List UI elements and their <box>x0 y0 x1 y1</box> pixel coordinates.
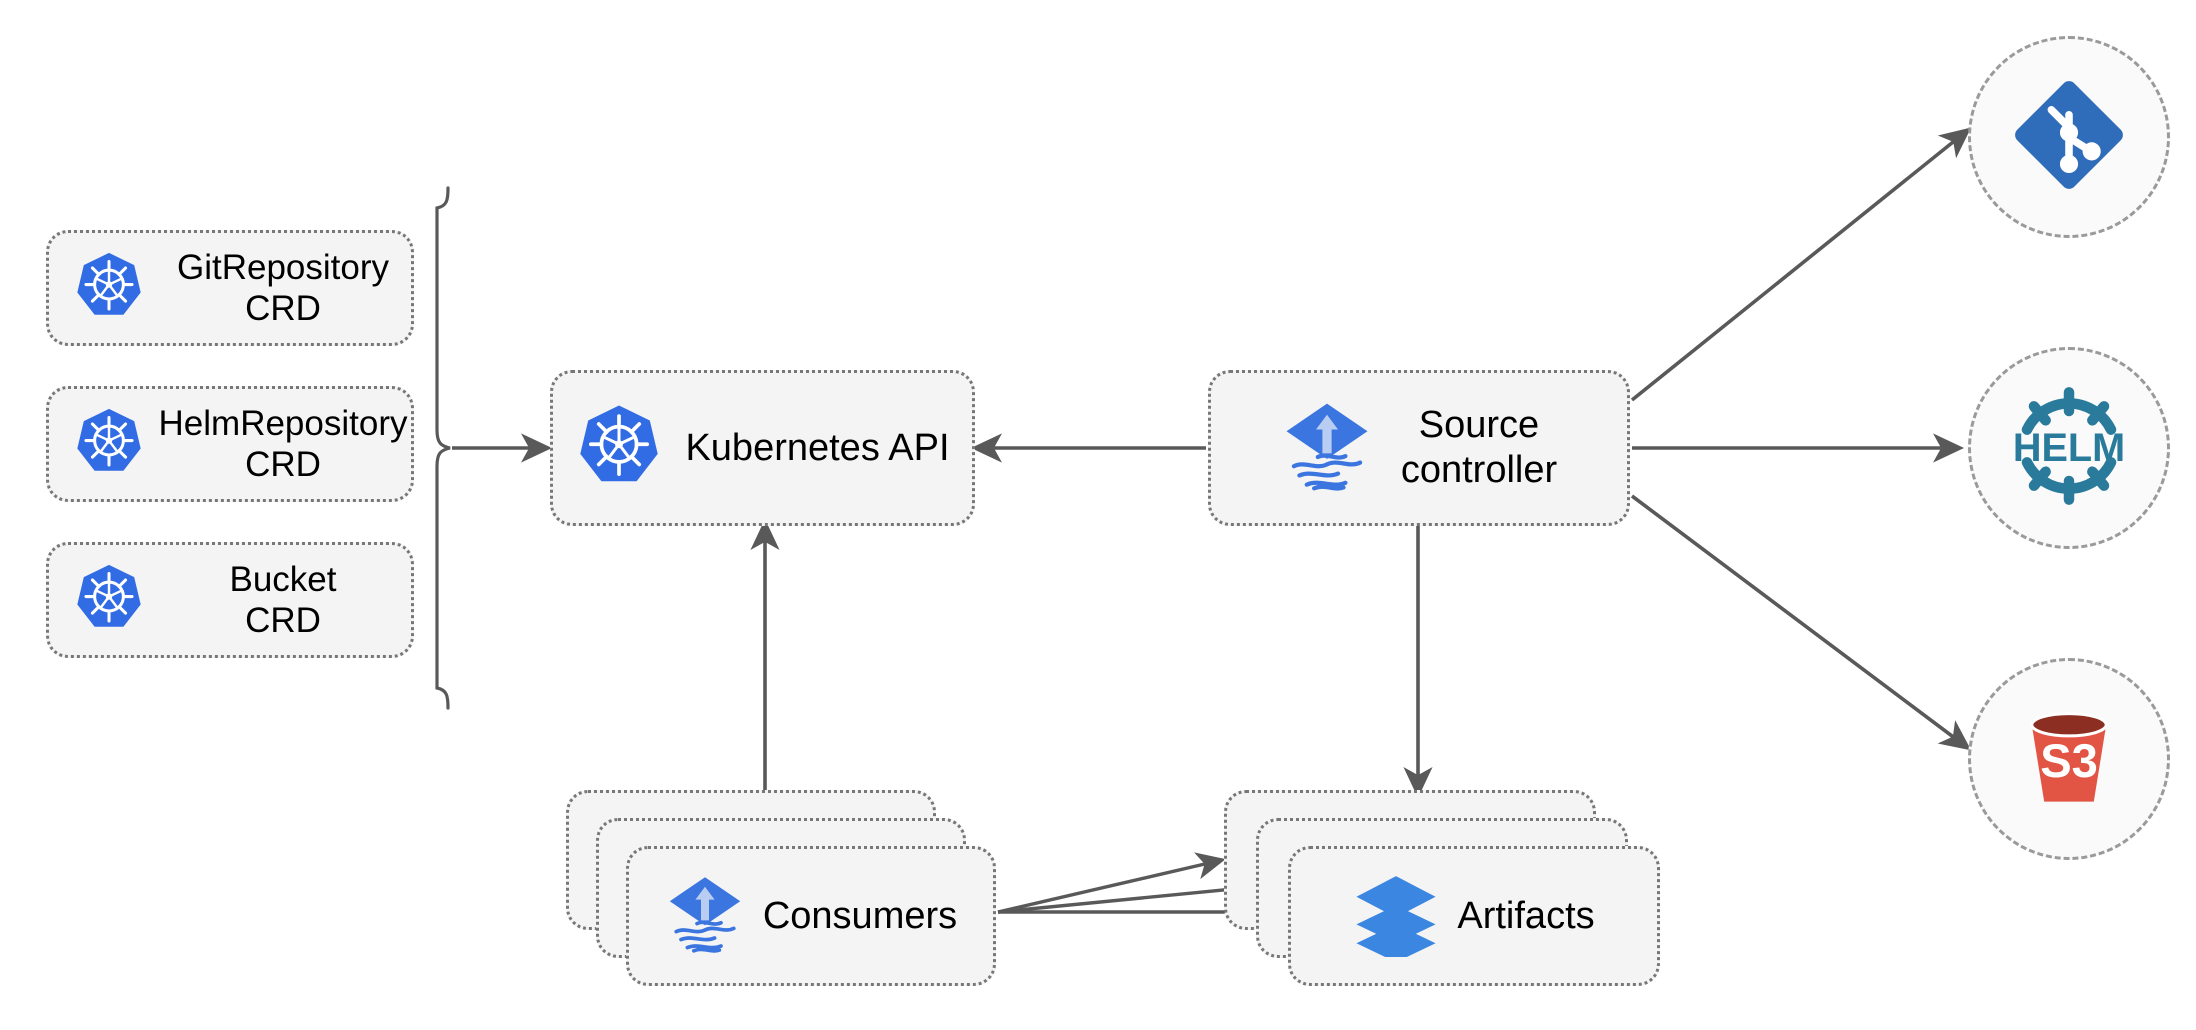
kubernetes-icon <box>73 562 145 639</box>
crd-label: HelmRepository CRD <box>158 403 408 484</box>
node-label: Kubernetes API <box>685 426 950 469</box>
flux-icon <box>1281 396 1373 501</box>
source-circle-s3[interactable]: S3 <box>1968 658 2170 860</box>
git-icon <box>2006 72 2132 203</box>
stack-sheet-front[interactable]: Artifacts <box>1288 846 1660 986</box>
crd-card-gitrepository[interactable]: GitRepository CRD <box>46 230 414 346</box>
edge-consumers-to-artifacts-1 <box>997 852 1226 914</box>
edge-source-controller-to-s3 <box>1630 494 1972 751</box>
edge-source-controller-to-git <box>1630 127 1972 402</box>
s3-wordmark: S3 <box>2040 733 2098 786</box>
source-circle-helm[interactable]: HELM <box>1968 347 2170 549</box>
node-source-controller[interactable]: Source controller <box>1208 370 1630 526</box>
node-label: Source controller <box>1400 404 1558 491</box>
layers-icon <box>1353 871 1439 962</box>
edge-consumers-to-artifacts-2 <box>997 875 1258 914</box>
kubernetes-icon <box>73 250 145 327</box>
crd-group-brace <box>435 186 451 710</box>
kubernetes-icon <box>575 402 663 495</box>
node-label: Artifacts <box>1457 894 1595 937</box>
flux-icon <box>665 870 745 963</box>
kubernetes-icon <box>73 406 145 483</box>
helm-icon: HELM <box>1999 376 2139 521</box>
node-consumers[interactable]: Consumers <box>566 790 1006 990</box>
crd-card-helmrepository[interactable]: HelmRepository CRD <box>46 386 414 502</box>
crd-label: GitRepository CRD <box>176 247 390 328</box>
source-circle-git[interactable] <box>1968 36 2170 238</box>
stack-sheet-front[interactable]: Consumers <box>626 846 996 986</box>
crd-label: Bucket CRD <box>229 559 337 640</box>
node-artifacts[interactable]: Artifacts <box>1224 790 1674 990</box>
s3-bucket-icon: S3 <box>2007 695 2131 824</box>
crd-card-bucket[interactable]: Bucket CRD <box>46 542 414 658</box>
node-label: Consumers <box>762 894 958 937</box>
node-kubernetes-api[interactable]: Kubernetes API <box>550 370 975 526</box>
helm-wordmark: HELM <box>2013 426 2125 470</box>
